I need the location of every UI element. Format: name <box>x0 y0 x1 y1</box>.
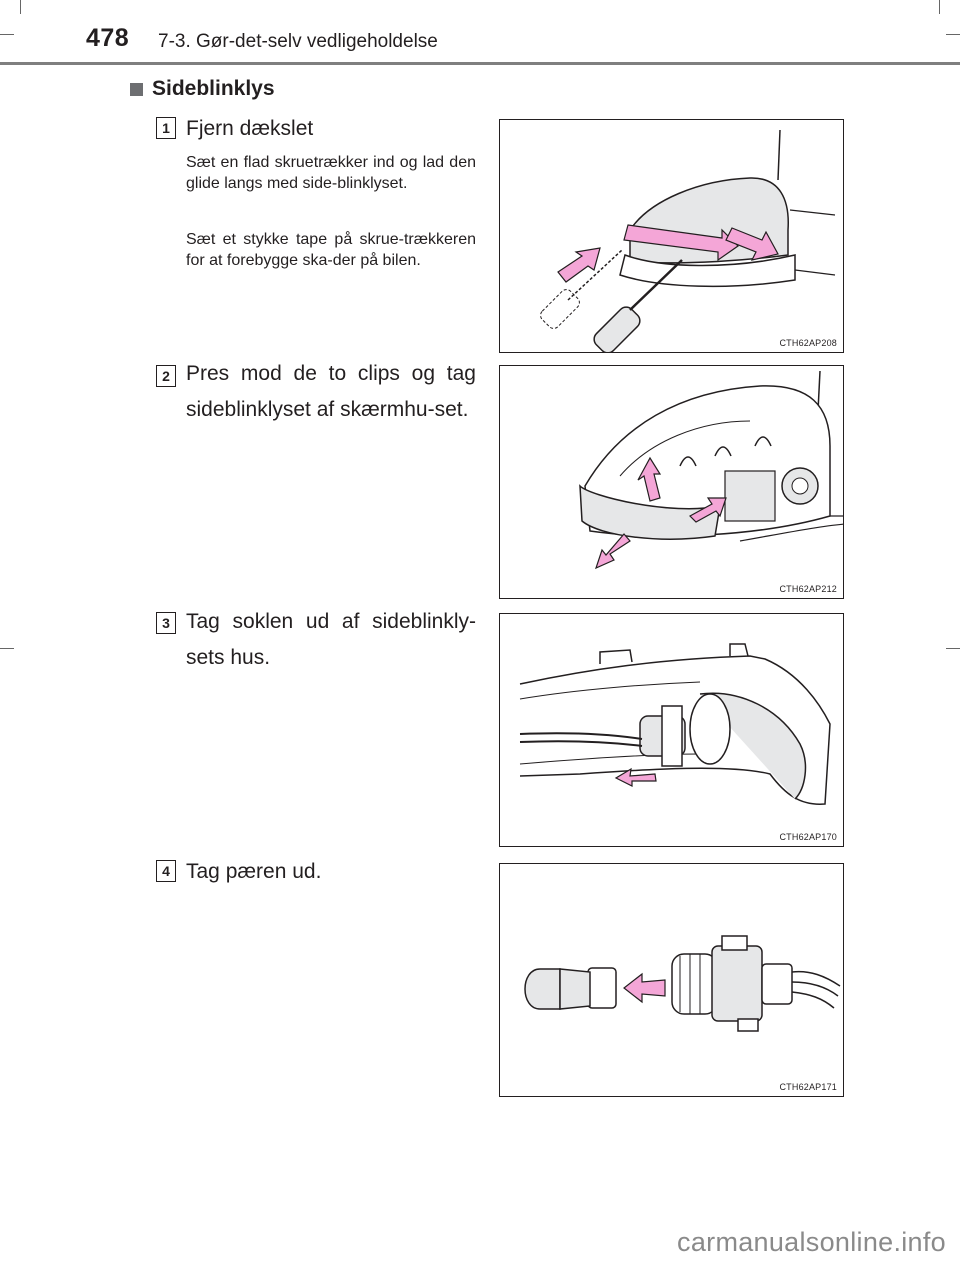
step-number: 2 <box>156 365 176 387</box>
step-instruction: Tag soklen ud af sideblinkly-sets hus. <box>186 610 476 669</box>
section-heading-text: Sideblinklys <box>152 77 275 100</box>
figure-code: CTH62AP170 <box>779 832 837 842</box>
figure-release-clips: CTH62AP212 <box>499 365 844 599</box>
figure-remove-bulb: CTH62AP171 <box>499 863 844 1097</box>
figure-code: CTH62AP212 <box>779 584 837 594</box>
crop-mark <box>20 0 21 14</box>
section-title: 7-3. Gør-det-selv vedligeholdelse <box>158 31 438 52</box>
step-number: 3 <box>156 612 176 634</box>
crop-mark <box>939 0 940 14</box>
page-number: 478 <box>86 24 130 52</box>
watermark: carmanualsonline.info <box>677 1227 946 1257</box>
crop-mark <box>946 34 960 35</box>
step-note: Sæt en flad skruetrækker ind og lad den … <box>186 154 476 192</box>
square-bullet-icon <box>130 82 143 96</box>
figure-remove-cover: CTH62AP208 <box>499 119 844 353</box>
section-heading: Sideblinklys <box>130 77 275 101</box>
step-instruction: Tag pæren ud. <box>186 860 322 883</box>
step-instruction: Fjern dækslet <box>186 117 314 140</box>
figure-code: CTH62AP171 <box>779 1082 837 1092</box>
mirror-cover-illustration <box>540 129 836 352</box>
crop-mark <box>0 34 14 35</box>
turn-signal-housing-illustration <box>579 370 843 570</box>
bulb-socket-illustration <box>519 643 831 805</box>
header-rule <box>0 62 960 65</box>
bulb-illustration <box>524 935 841 1032</box>
crop-mark <box>0 648 14 649</box>
step-instruction: Pres mod de to clips og tag sideblinklys… <box>186 362 476 421</box>
step-number: 4 <box>156 860 176 882</box>
figure-code: CTH62AP208 <box>779 338 837 348</box>
crop-mark <box>946 648 960 649</box>
step-number: 1 <box>156 117 176 139</box>
figure-remove-socket: CTH62AP170 <box>499 613 844 847</box>
step-note: Sæt et stykke tape på skrue-trækkeren fo… <box>186 231 476 269</box>
